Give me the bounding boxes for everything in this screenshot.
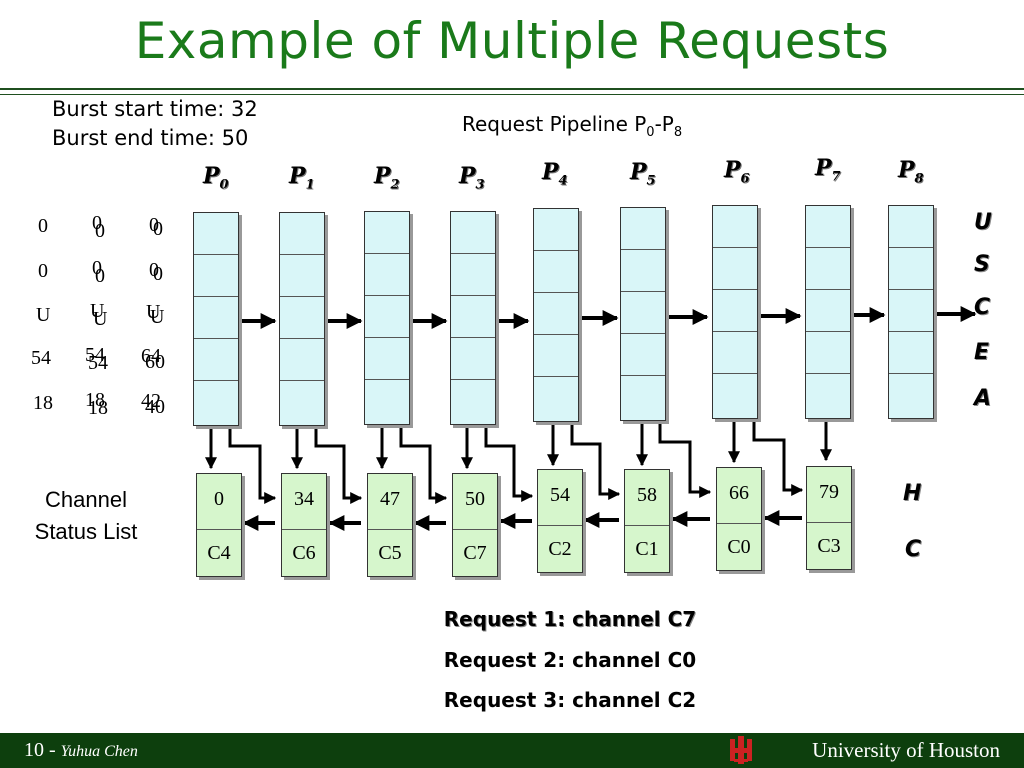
ghost-value-a2: U xyxy=(90,300,105,322)
ghost-value-c1: 0 xyxy=(149,259,159,281)
ghost-value-b0: 0 xyxy=(95,220,105,242)
stage-label-p7: P7 xyxy=(815,155,841,185)
stage-label-p0: P0 xyxy=(203,163,229,193)
ghost-value-a1: 0 xyxy=(92,257,102,279)
channel-name: C5 xyxy=(378,542,402,564)
ghost-value-c4: 42 xyxy=(141,390,161,412)
ghost-value-b3: 54 xyxy=(88,352,108,374)
pipeline-stage-p6 xyxy=(712,205,758,419)
title-rule-top xyxy=(0,88,1024,90)
ghost-value-d4: 40 xyxy=(145,396,165,418)
right-letter-lower-0: H xyxy=(903,481,922,506)
request-1: Request 1: channel C7 xyxy=(443,607,697,631)
request-2: Request 2: channel C0 xyxy=(443,648,697,672)
slide-title: Example of Multiple Requests xyxy=(134,12,890,70)
footer-university: University of Houston xyxy=(812,738,1000,762)
channel-time: 66 xyxy=(717,468,761,524)
left-value-4: 18 xyxy=(33,392,53,414)
right-letter-4: A xyxy=(974,386,992,411)
channel-name: C4 xyxy=(207,542,231,564)
channel-name: C2 xyxy=(548,538,572,560)
ghost-value-d1: 0 xyxy=(153,263,163,285)
ghost-value-b2: U xyxy=(93,308,108,330)
channel-name: C6 xyxy=(292,542,316,564)
stage-label-p8: P8 xyxy=(898,157,924,187)
ghost-value-a4: 18 xyxy=(85,389,105,411)
right-letter-2: C xyxy=(974,295,991,320)
footer-page: 10 - Yuhua Chen xyxy=(24,739,138,761)
ghost-value-d0: 0 xyxy=(153,218,163,240)
left-value-0: 0 xyxy=(38,215,48,237)
burst-start-time: Burst start time: 32 xyxy=(52,97,258,121)
university-logo-icon xyxy=(730,736,752,764)
pipeline-stage-p1 xyxy=(279,212,325,426)
right-letter-0: U xyxy=(974,210,992,235)
pipeline-stage-p7 xyxy=(805,205,851,419)
stage-label-p6: P6 xyxy=(724,157,750,187)
channel-time: 47 xyxy=(368,474,412,530)
pipeline-stage-p0 xyxy=(193,212,239,426)
left-value-3: 54 xyxy=(31,347,51,369)
stage-label-p4: P4 xyxy=(542,159,568,189)
ghost-value-c0: 0 xyxy=(149,214,159,236)
ghost-value-a0: 0 xyxy=(92,212,102,234)
footer-bar: 10 - Yuhua Chen University of Houston xyxy=(0,733,1024,768)
pipeline-stage-p4 xyxy=(533,208,579,422)
pipeline-stage-p2 xyxy=(364,211,410,425)
channel-time: 79 xyxy=(807,467,851,523)
channel-time: 58 xyxy=(625,470,669,526)
stage-label-p1: P1 xyxy=(289,163,315,193)
channel-name: C0 xyxy=(727,536,751,558)
request-3: Request 3: channel C2 xyxy=(443,688,697,712)
stage-label-p5: P5 xyxy=(630,159,656,189)
ghost-value-d3: 60 xyxy=(145,351,165,373)
ghost-value-c3: 64 xyxy=(141,345,161,367)
ghost-value-a3: 54 xyxy=(85,344,105,366)
channel-name: C3 xyxy=(817,535,841,557)
channel-name: C7 xyxy=(463,542,487,564)
pipeline-stage-p3 xyxy=(450,211,496,425)
title-rule-bottom xyxy=(0,94,1024,95)
pipeline-stage-p5 xyxy=(620,207,666,421)
burst-end-time: Burst end time: 50 xyxy=(52,126,249,150)
stage-label-p2: P2 xyxy=(374,163,400,193)
right-letter-1: S xyxy=(974,252,990,277)
channel-time: 0 xyxy=(197,474,241,530)
channel-time: 50 xyxy=(453,474,497,530)
channel-time: 54 xyxy=(538,470,582,526)
channel-name: C1 xyxy=(635,538,659,560)
pipeline-stage-p8 xyxy=(888,205,934,419)
ghost-value-d2: U xyxy=(150,306,165,328)
request-pipeline-label: Request Pipeline P0-P8 xyxy=(462,112,683,140)
ghost-value-b1: 0 xyxy=(95,265,105,287)
right-letter-3: E xyxy=(974,340,990,365)
ghost-value-b4: 18 xyxy=(88,397,108,419)
channel-status-list-label: Channel Status List xyxy=(34,487,138,544)
left-value-2: U xyxy=(36,304,51,326)
ghost-value-c2: U xyxy=(146,301,161,323)
right-letter-lower-1: C xyxy=(905,537,922,562)
left-value-1: 0 xyxy=(38,260,48,282)
stage-label-p3: P3 xyxy=(459,163,485,193)
channel-time: 34 xyxy=(282,474,326,530)
